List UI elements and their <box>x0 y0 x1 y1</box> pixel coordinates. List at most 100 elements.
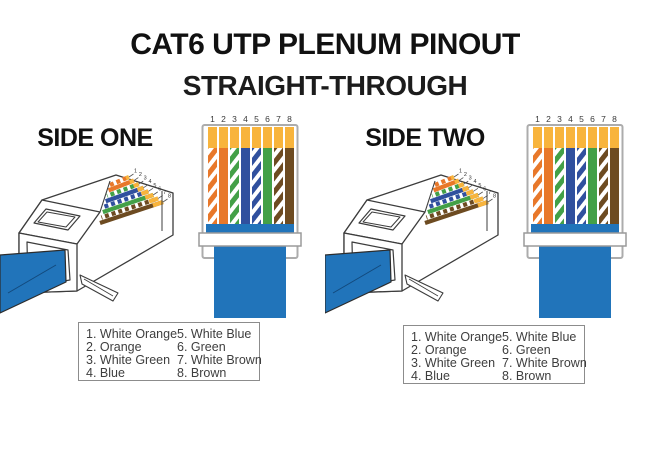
body-step-edge <box>99 180 111 213</box>
wire-7-white-brown <box>274 148 283 224</box>
contact-4 <box>566 127 575 148</box>
contact-tip-6 <box>144 192 154 200</box>
legend-item: 1. White Orange <box>411 330 503 344</box>
contact-tip-4 <box>461 185 470 192</box>
pin-number-2: 2 <box>546 114 551 124</box>
contact-tip-7 <box>473 196 484 204</box>
wire-5-stripes <box>103 189 150 209</box>
pin-1 <box>128 173 134 178</box>
legend-item: 6. Green <box>502 343 551 357</box>
pin-8 <box>487 198 493 203</box>
pin-number-3: 3 <box>469 176 472 182</box>
contact-1 <box>208 127 217 148</box>
contact-6 <box>588 127 597 148</box>
pin-number-3: 3 <box>144 176 147 182</box>
cable-crease-line <box>332 264 382 294</box>
contact-tip-1 <box>450 175 455 181</box>
contact-2 <box>219 127 228 148</box>
wire-8 <box>99 199 164 226</box>
pin-5 <box>473 187 479 192</box>
wire-7-base <box>425 196 484 220</box>
latch-tab-fold <box>408 278 439 297</box>
pin-number-7: 7 <box>276 114 281 124</box>
wire-5-white-blue <box>252 148 261 224</box>
wire-1-white-orange <box>208 148 217 224</box>
contact-4 <box>241 127 250 148</box>
wire-6 <box>427 192 479 215</box>
wire-4-blue <box>241 148 250 224</box>
pin-legend-side-one: 1. White Orange 2. Orange 3. White Green… <box>78 322 262 381</box>
wire-6-green <box>263 148 272 224</box>
pin-number-2: 2 <box>464 172 467 178</box>
wire-6-green <box>588 148 597 224</box>
pin-legend-side-two: 1. White Orange 2. Orange 3. White Green… <box>403 325 587 384</box>
wire-5-white-blue <box>577 148 586 224</box>
wire-1-stripes <box>109 175 130 187</box>
legend-item: 3. White Green <box>411 356 496 370</box>
wire-8-brown <box>610 148 619 224</box>
legend-item: 3. White Green <box>86 353 171 367</box>
pin-4 <box>143 184 149 189</box>
page-subtitle: STRAIGHT-THROUGH <box>182 70 468 101</box>
body-step-edge <box>424 180 436 213</box>
legend-column-1: 1. White Orange 2. Orange 3. White Green… <box>411 331 502 383</box>
pin-number-4: 4 <box>568 114 573 124</box>
contact-tip-1 <box>125 175 130 181</box>
legend-item: 8. Brown <box>177 366 227 380</box>
legend-column-2: 5. White Blue 6. Green 7. White Brown 8.… <box>177 328 262 380</box>
pin-number-1: 1 <box>459 169 462 175</box>
contact-6 <box>263 127 272 148</box>
pin-3 <box>138 180 144 185</box>
wire-4 <box>429 185 470 204</box>
pin-number-8: 8 <box>612 114 617 124</box>
wire-6 <box>102 192 154 215</box>
wire-8 <box>424 199 489 226</box>
cable-crease-line <box>7 264 57 294</box>
wire-3-white-green <box>555 148 564 224</box>
pin-number-8: 8 <box>493 194 496 200</box>
contact-8 <box>610 127 619 148</box>
wire-1-white-orange <box>533 148 542 224</box>
contact-3 <box>230 127 239 148</box>
cable <box>214 233 286 318</box>
wire-3-white-green <box>230 148 239 224</box>
pin-8 <box>162 198 168 203</box>
strain-relief-band <box>523 232 627 247</box>
contact-3 <box>555 127 564 148</box>
wire-2 <box>107 178 135 193</box>
wire-8-brown <box>285 148 294 224</box>
latch-window-inner <box>37 211 76 228</box>
side-two-label: SIDE TWO <box>365 124 485 152</box>
pin-number-1: 1 <box>210 114 215 124</box>
pin-number-7: 7 <box>601 114 606 124</box>
contact-tip-6 <box>469 192 479 200</box>
pin-number-5: 5 <box>579 114 584 124</box>
wire-7-base <box>100 196 159 220</box>
legend-item: 5. White Blue <box>502 330 577 344</box>
legend-item: 5. White Blue <box>177 327 252 341</box>
pin-6 <box>153 191 159 196</box>
latch-tab-fold <box>83 278 114 297</box>
contact-tip-5 <box>140 189 150 196</box>
wire-4 <box>104 185 145 204</box>
wire-1-stripes <box>434 175 455 187</box>
pin-4 <box>468 184 474 189</box>
wire-3-stripes <box>106 182 140 198</box>
strain-relief-band <box>198 232 302 247</box>
wire-2 <box>432 178 460 193</box>
pin-number-7: 7 <box>488 190 491 196</box>
contact-tip-3 <box>132 182 140 189</box>
pin-number-6: 6 <box>265 114 270 124</box>
legend-item: 6. Green <box>177 340 226 354</box>
pin-number-8: 8 <box>168 194 171 200</box>
pin-2 <box>458 177 464 181</box>
contact-8 <box>285 127 294 148</box>
pin-number-5: 5 <box>478 183 481 189</box>
cable-jacket-top <box>531 224 619 233</box>
legend-column-2: 5. White Blue 6. Green 7. White Brown 8.… <box>502 331 587 383</box>
contact-tip-2 <box>129 178 135 185</box>
